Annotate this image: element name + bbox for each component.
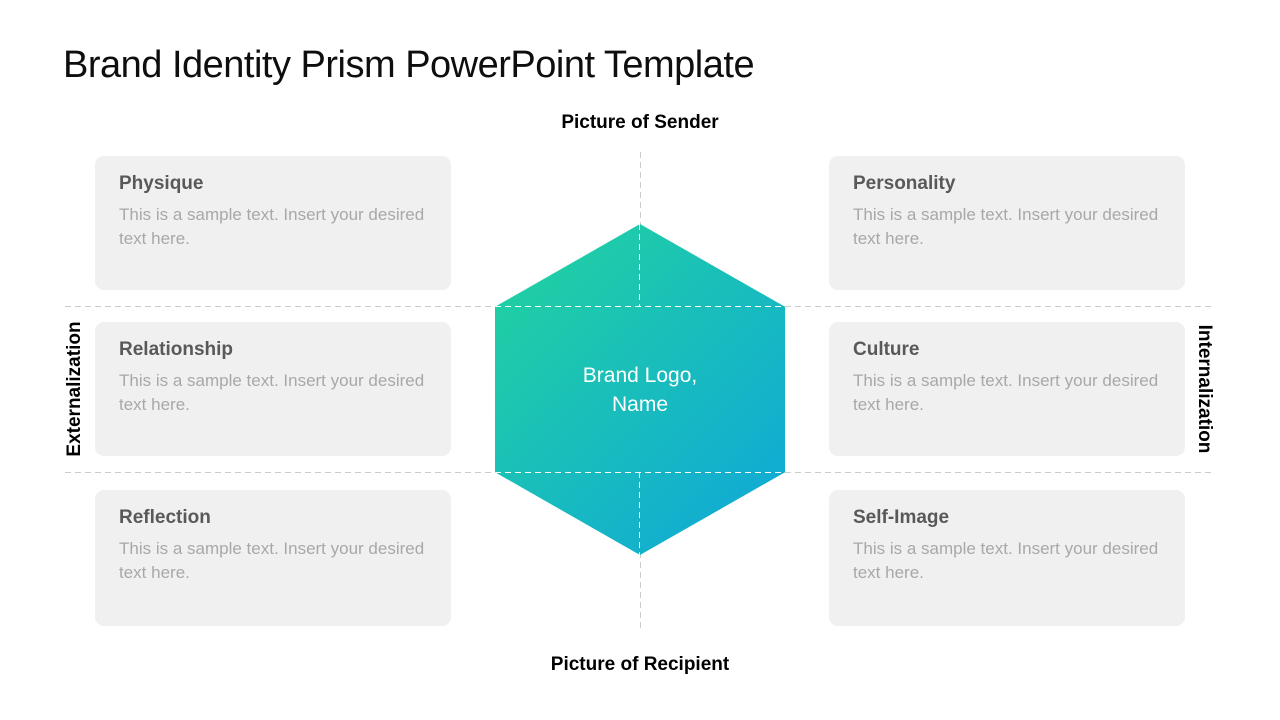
- card-relationship: Relationship This is a sample text. Inse…: [95, 322, 451, 456]
- label-internalization: Internalization: [1194, 324, 1215, 454]
- brand-logo-line2: Name: [611, 392, 669, 416]
- hexagon-dash-vertical-top: [639, 224, 640, 306]
- card-reflection: Reflection This is a sample text. Insert…: [95, 490, 451, 626]
- page-title: Brand Identity Prism PowerPoint Template: [63, 44, 755, 86]
- card-body: This is a sample text. Insert your desir…: [853, 205, 1159, 248]
- card-body: This is a sample text. Insert your desir…: [853, 371, 1159, 414]
- card-title: Reflection: [119, 507, 211, 528]
- label-externalization: Externalization: [64, 321, 85, 457]
- card-title: Relationship: [119, 339, 234, 360]
- card-title: Physique: [119, 173, 204, 194]
- card-body: This is a sample text. Insert your desir…: [853, 539, 1159, 582]
- card-body: This is a sample text. Insert your desir…: [119, 371, 425, 414]
- brand-logo-text: Brand Logo, Name: [583, 361, 697, 419]
- brand-hexagon: Brand Logo, Name: [495, 224, 785, 555]
- hexagon-dash-vertical-bottom: [639, 472, 640, 555]
- brand-logo-line1: Brand Logo,: [582, 363, 698, 387]
- card-self-image: Self-Image This is a sample text. Insert…: [829, 490, 1185, 626]
- label-picture-of-recipient: Picture of Recipient: [550, 654, 730, 675]
- card-title: Self-Image: [853, 507, 950, 528]
- card-body: This is a sample text. Insert your desir…: [119, 205, 425, 248]
- card-title: Personality: [853, 173, 956, 194]
- card-body: This is a sample text. Insert your desir…: [119, 539, 425, 582]
- card-personality: Personality This is a sample text. Inser…: [829, 156, 1185, 290]
- hexagon-dash-bottom: [495, 472, 785, 473]
- card-title: Culture: [853, 339, 920, 360]
- label-picture-of-sender: Picture of Sender: [561, 112, 719, 133]
- hexagon-dash-top: [495, 306, 785, 307]
- card-physique: Physique This is a sample text. Insert y…: [95, 156, 451, 290]
- card-culture: Culture This is a sample text. Insert yo…: [829, 322, 1185, 456]
